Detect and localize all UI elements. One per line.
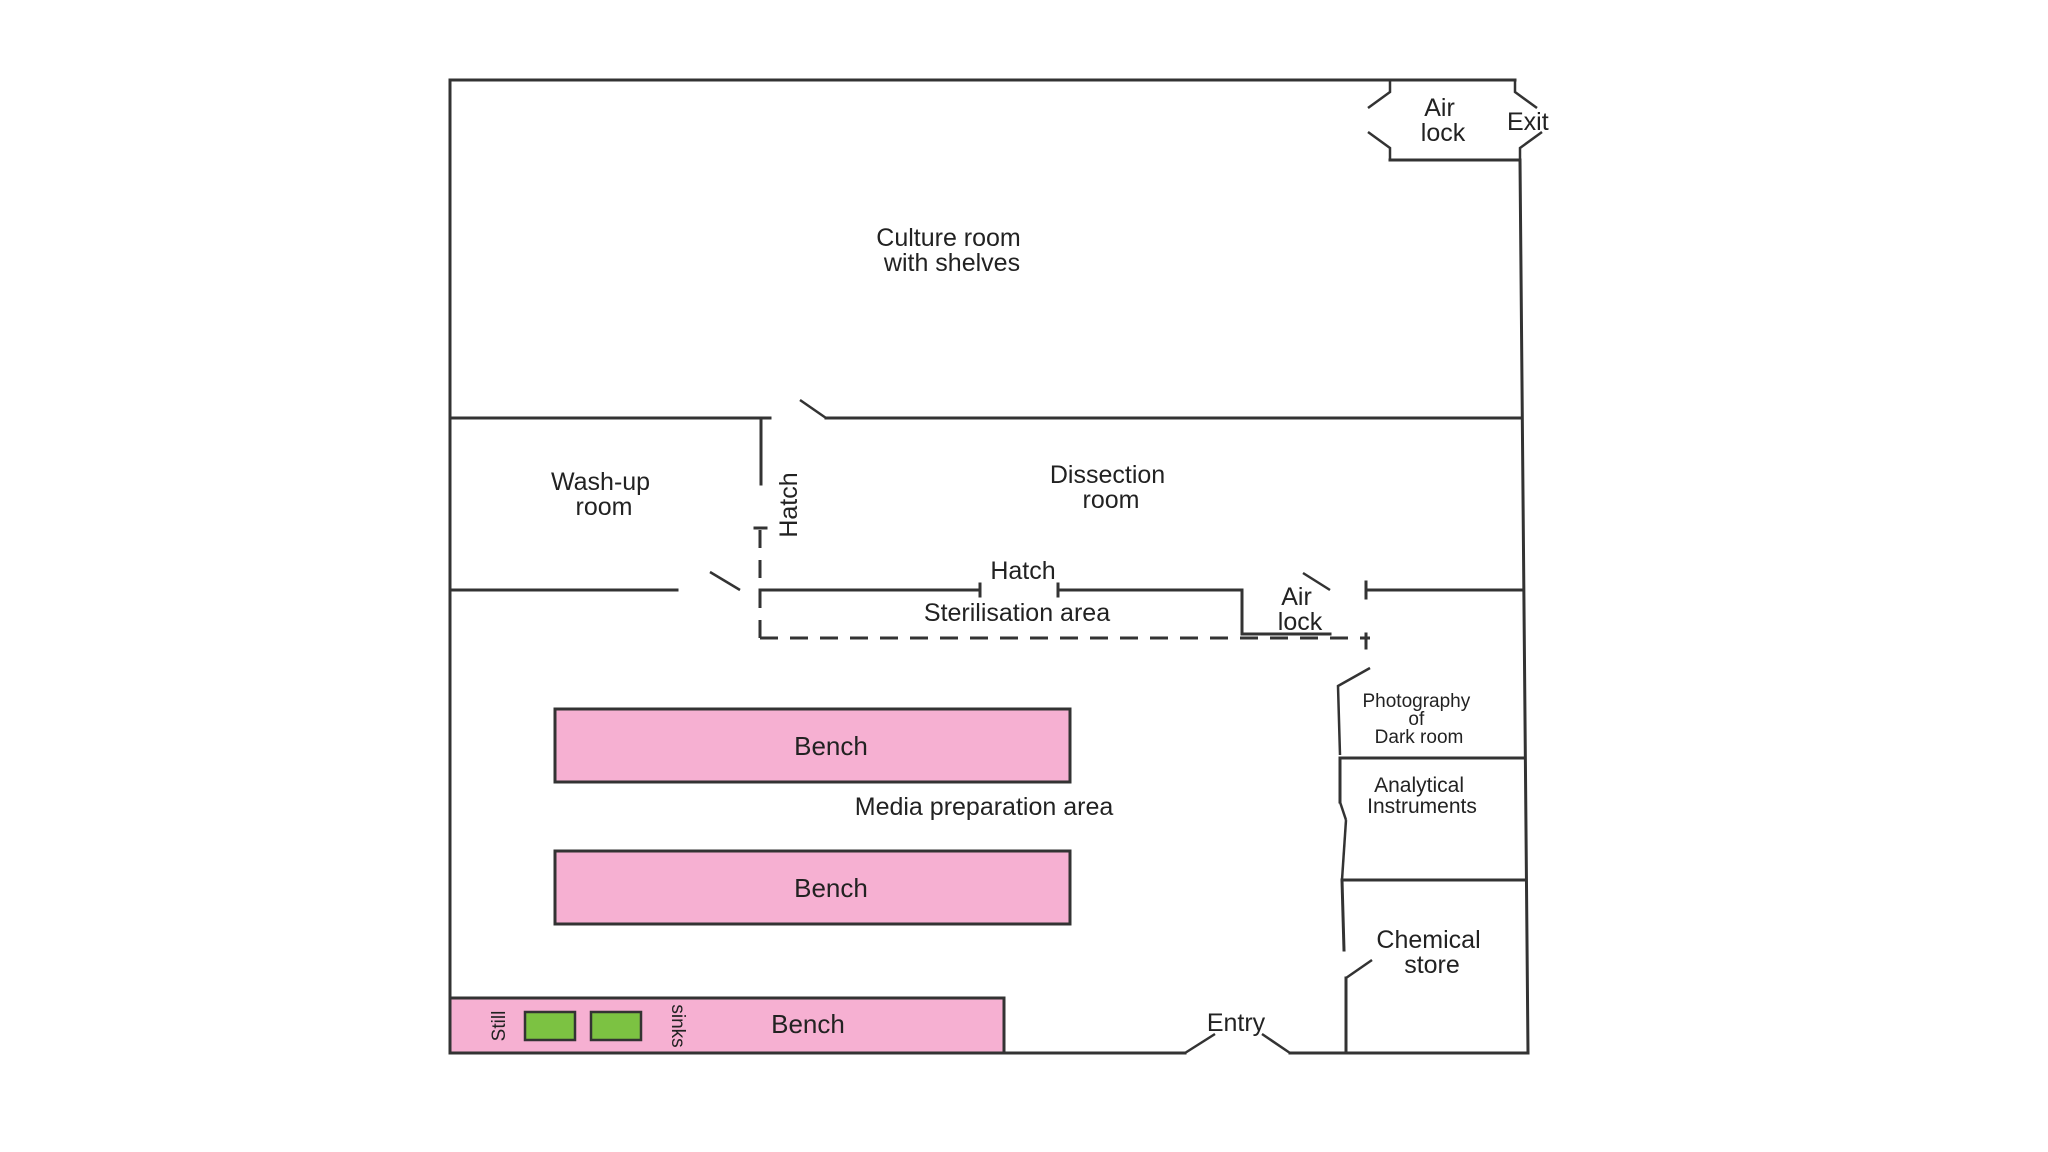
sink-right xyxy=(589,1010,643,1042)
entry-door xyxy=(1184,1032,1291,1055)
airlock-top xyxy=(1367,78,1543,162)
airlock-mid xyxy=(1302,571,1524,650)
hatch-vertical-label: Hatch xyxy=(775,472,803,537)
sinks-label: sinks xyxy=(667,1004,688,1047)
exit-label: Exit xyxy=(1507,108,1549,136)
hatch-horizontal-label: Hatch xyxy=(990,557,1055,585)
bench-middle xyxy=(553,849,1072,926)
airlock-mid-label: Air lock xyxy=(1278,583,1323,636)
washup-room-label: Wash-up room xyxy=(551,468,657,521)
dissection-room-label: Dissection room xyxy=(1050,461,1172,514)
photography-label: Photography of Dark room xyxy=(1362,691,1475,748)
right-rooms xyxy=(1336,666,1527,1055)
bench-lower-label: Bench xyxy=(771,1009,845,1039)
sterilisation-walls xyxy=(758,582,1370,640)
bench-middle-label: Bench xyxy=(794,873,868,903)
still-label: Still xyxy=(489,1011,510,1042)
sink-left xyxy=(523,1010,577,1042)
airlock-top-label: Air lock xyxy=(1421,94,1466,147)
bench-upper-label: Bench xyxy=(794,731,868,761)
culture-room-label: Culture room with shelves xyxy=(876,224,1027,277)
chemical-store-label: Chemical store xyxy=(1376,926,1487,979)
bench-lower xyxy=(448,996,1006,1055)
entry-label: Entry xyxy=(1207,1009,1266,1037)
sterilisation-area-label: Sterilisation area xyxy=(924,599,1110,627)
culture-dissection-wall xyxy=(448,398,1524,420)
bench-upper xyxy=(553,707,1072,784)
media-preparation-area-label: Media preparation area xyxy=(855,793,1114,821)
washup-walls xyxy=(448,416,768,638)
analytical-instruments-label: Analytical Instruments xyxy=(1367,774,1477,818)
